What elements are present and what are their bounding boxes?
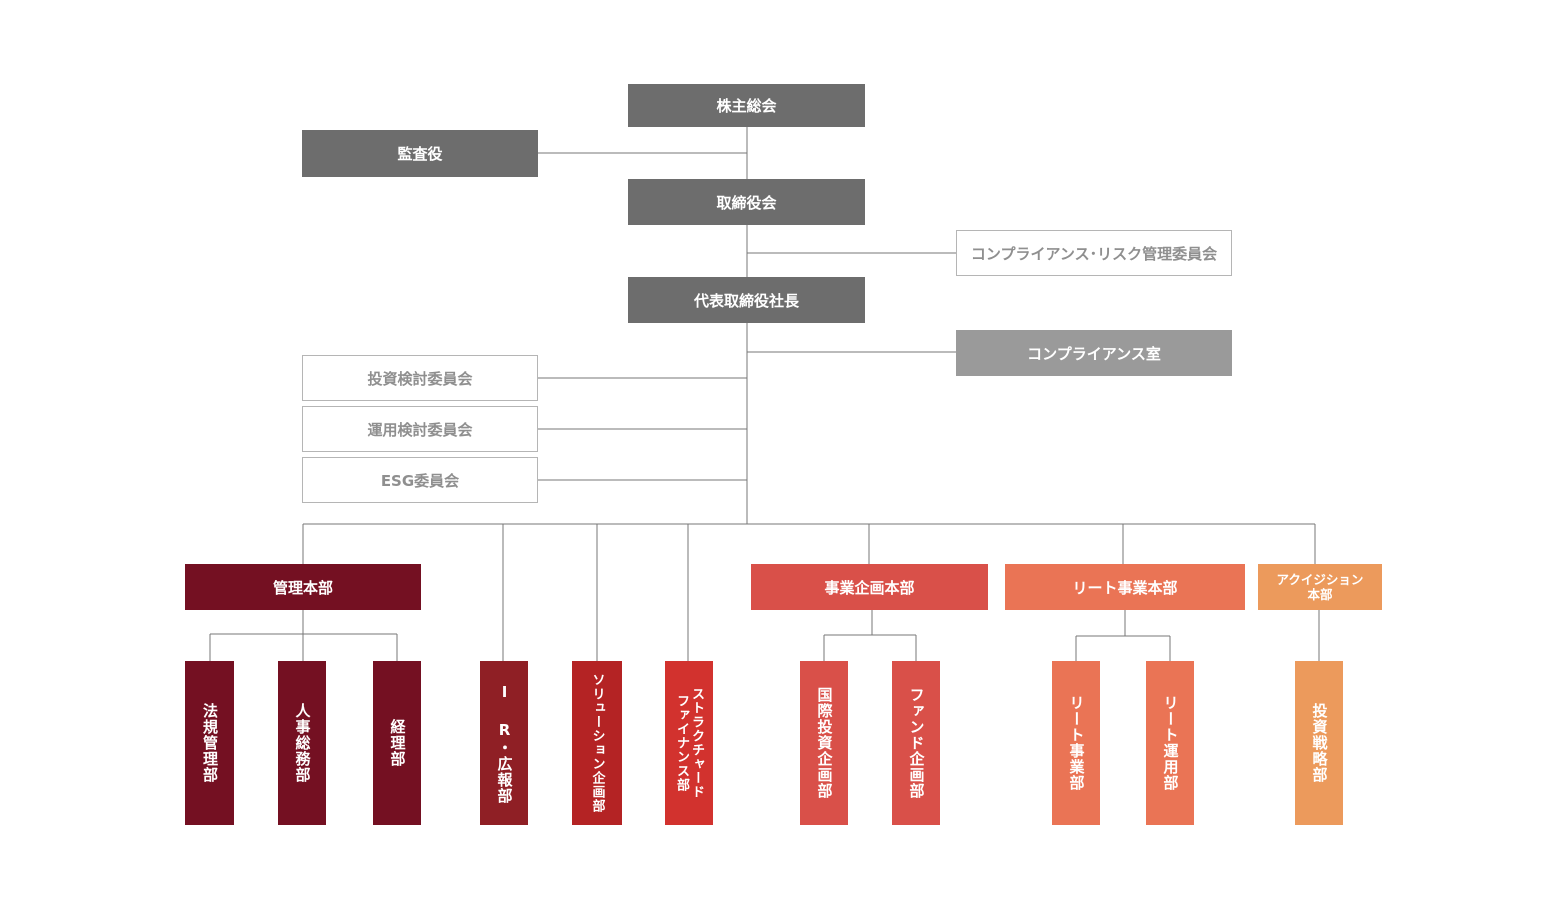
compliance-office-box: コンプライアンス室 [956,330,1232,376]
reit-business-dept-label: リート事業部 [1067,695,1086,791]
reit-division-box: リート事業本部 [1005,564,1245,610]
intl-investment-dept-box: 国際投資企画部 [800,661,848,825]
shareholders-meeting-label: 株主総会 [716,97,777,115]
esg-committee-label: ESG委員会 [380,471,460,490]
investment-strategy-dept-label: 投資戦略部 [1310,703,1329,783]
reit-division-label: リート事業本部 [1072,578,1178,597]
ir-dept-box: I R・広報部 [480,661,528,825]
board-label: 取締役会 [716,193,777,212]
fund-planning-dept-box: ファンド企画部 [892,661,940,825]
business-planning-division-box: 事業企画本部 [751,564,988,610]
risk-committee-box: コンプライアンス･リスク管理委員会 [956,230,1232,276]
acquisition-division-box: アクイジション 本部 [1258,564,1382,610]
compliance-office-label: コンプライアンス室 [1027,344,1161,363]
solution-dept-box: ソリューション企画部 [572,661,622,825]
operation-review-committee-label: 運用検討委員会 [367,420,473,439]
intl-investment-dept-label: 国際投資企画部 [815,687,834,799]
auditor-box: 監査役 [302,130,538,177]
structured-finance-dept-label: ストラクチャード ファイナンス部 [674,687,704,799]
esg-committee-box: ESG委員会 [302,457,538,503]
accounting-dept-box: 経理部 [373,661,421,825]
legal-dept-label: 法規管理部 [201,703,219,783]
operation-review-committee-box: 運用検討委員会 [302,406,538,452]
reit-business-dept-box: リート事業部 [1052,661,1100,825]
president-label: 代表取締役社長 [693,291,799,310]
accounting-dept-label: 経理部 [388,719,407,767]
ir-dept-label: I R・広報部 [495,682,514,804]
investment-review-committee-box: 投資検討委員会 [302,355,538,401]
hr-dept-box: 人事総務部 [278,661,326,825]
fund-planning-dept-label: ファンド企画部 [907,687,926,799]
hr-dept-label: 人事総務部 [293,703,312,783]
investment-review-committee-label: 投資検討委員会 [367,369,473,388]
business-planning-division-label: 事業企画本部 [824,578,915,597]
structured-finance-dept-box: ストラクチャード ファイナンス部 [665,661,713,825]
investment-strategy-dept-box: 投資戦略部 [1295,661,1343,825]
acquisition-division-label: アクイジション 本部 [1276,572,1364,602]
solution-dept-label: ソリューション企画部 [589,673,605,813]
president-box: 代表取締役社長 [628,277,865,323]
admin-division-box: 管理本部 [185,564,421,610]
admin-division-label: 管理本部 [272,578,333,597]
reit-operation-dept-box: リート運用部 [1146,661,1194,825]
legal-dept-box: 法規管理部 [185,661,234,825]
auditor-label: 監査役 [397,145,443,163]
shareholders-meeting-box: 株主総会 [628,84,865,127]
board-box: 取締役会 [628,179,865,225]
reit-operation-dept-label: リート運用部 [1161,695,1180,791]
risk-committee-label: コンプライアンス･リスク管理委員会 [970,244,1218,263]
